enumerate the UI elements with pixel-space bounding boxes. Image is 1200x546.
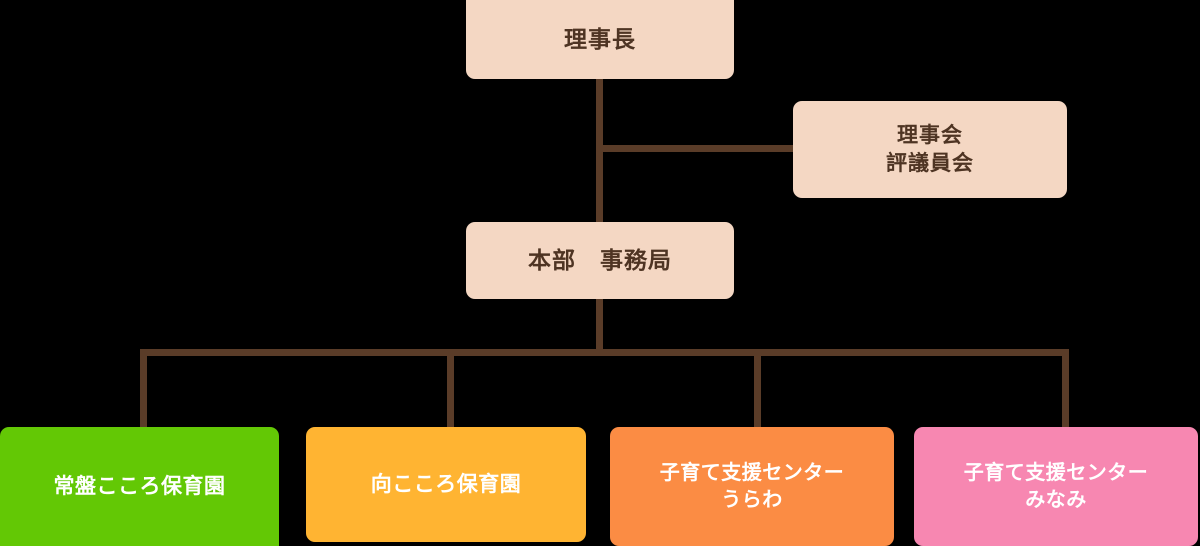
node-chairman-label: 理事長: [564, 26, 636, 53]
connector-drop-tokiwa: [140, 349, 147, 429]
node-support-center-minami: 子育て支援センター みなみ: [914, 427, 1198, 546]
node-board-of-directors: 理事会 評議員会: [793, 101, 1067, 198]
connector-horizontal-bus: [140, 349, 1069, 356]
node-board-of-directors-label: 理事会 評議員会: [886, 123, 974, 175]
connector-chairman-to-board: [596, 145, 796, 152]
connector-drop-minami: [1062, 349, 1069, 429]
node-support-center-minami-label: 子育て支援センター みなみ: [963, 462, 1149, 511]
connector-drop-mukai: [447, 349, 454, 429]
node-tokiwa-kokoro-nursery: 常盤こころ保育園: [0, 427, 279, 546]
node-tokiwa-kokoro-nursery-label: 常盤こころ保育園: [53, 474, 226, 498]
node-mukai-kokoro-nursery-label: 向こころ保育園: [370, 472, 522, 496]
connector-headquarters-trunk: [596, 298, 603, 353]
connector-drop-urawa: [754, 349, 761, 429]
node-support-center-urawa: 子育て支援センター うらわ: [610, 427, 894, 546]
node-mukai-kokoro-nursery: 向こころ保育園: [306, 427, 586, 542]
node-headquarters: 本部 事務局: [466, 222, 734, 299]
node-chairman: 理事長: [466, 0, 734, 79]
node-headquarters-label: 本部 事務局: [528, 247, 672, 274]
node-support-center-urawa-label: 子育て支援センター うらわ: [659, 462, 845, 511]
